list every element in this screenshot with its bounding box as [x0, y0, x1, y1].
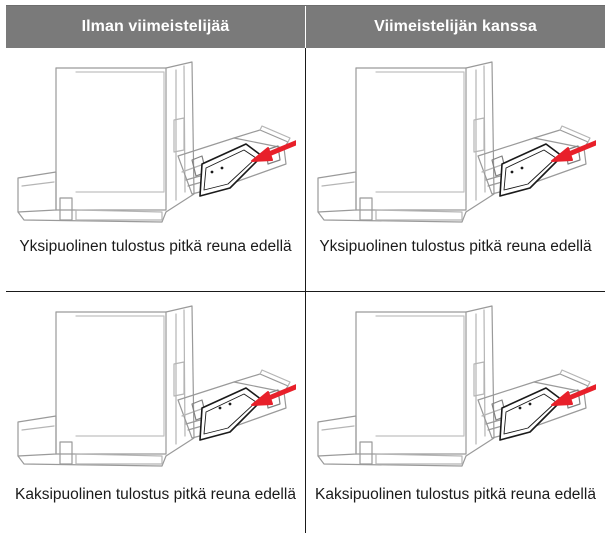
comparison-table: Ilman viimeistelijää Viimeistelijän kans…: [6, 5, 605, 533]
header-without-finisher: Ilman viimeistelijää: [81, 18, 230, 35]
caption-duplex-with-finisher: Kaksipuolinen tulostus pitkä reuna edell…: [315, 486, 596, 503]
arrow-left-icon: [252, 142, 296, 161]
printer-feeder-illustration-duplex: [16, 304, 296, 474]
paper-sheet-icon: [500, 388, 562, 440]
header-with-finisher: Viimeistelijän kanssa: [305, 6, 605, 48]
paper-sheet-icon: [500, 144, 562, 196]
caption-simplex-with-finisher: Yksipuolinen tulostus pitkä reuna edellä: [319, 238, 592, 255]
arrow-left-icon: [552, 386, 596, 405]
cell-simplex-with-finisher: Yksipuolinen tulostus pitkä reuna edellä: [305, 48, 605, 291]
paper-sheet-icon: [200, 144, 262, 196]
caption-duplex-without-finisher: Kaksipuolinen tulostus pitkä reuna edell…: [15, 486, 296, 503]
table-row-duplex: Kaksipuolinen tulostus pitkä reuna edell…: [6, 292, 605, 533]
printer-feeder-illustration-duplex-finisher: [316, 304, 596, 474]
cell-duplex-with-finisher: Kaksipuolinen tulostus pitkä reuna edell…: [305, 292, 605, 533]
arrow-left-icon: [252, 386, 296, 405]
caption-simplex-without-finisher: Yksipuolinen tulostus pitkä reuna edellä: [19, 238, 292, 255]
cell-duplex-without-finisher: Kaksipuolinen tulostus pitkä reuna edell…: [6, 292, 305, 533]
cell-simplex-without-finisher: Yksipuolinen tulostus pitkä reuna edellä: [6, 48, 305, 291]
paper-sheet-icon: [200, 388, 262, 440]
arrow-left-icon: [552, 142, 596, 161]
table-row-simplex: Yksipuolinen tulostus pitkä reuna edellä…: [6, 48, 605, 292]
printer-feeder-illustration-simplex: [16, 60, 296, 230]
printer-feeder-illustration-simplex-finisher: [316, 60, 596, 230]
table-header-row: Ilman viimeistelijää Viimeistelijän kans…: [6, 5, 605, 48]
